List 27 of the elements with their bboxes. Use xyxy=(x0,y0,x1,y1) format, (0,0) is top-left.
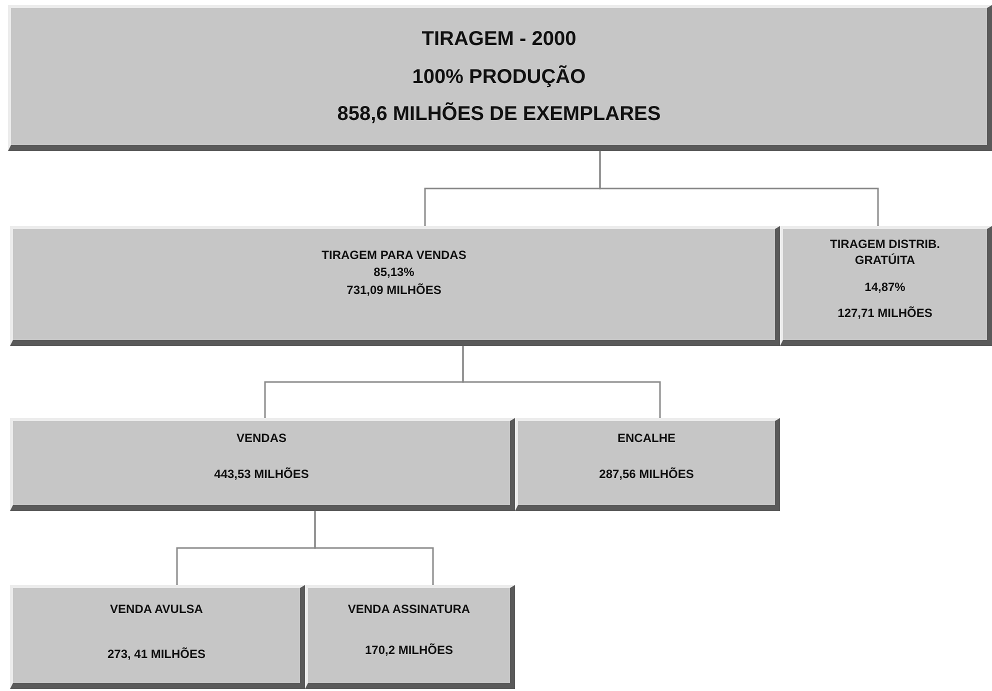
connector-line xyxy=(462,346,661,418)
box-value: 443,53 MILHÕES xyxy=(214,467,309,483)
org-box xyxy=(10,226,780,346)
header-box xyxy=(8,5,992,151)
box-title: TIRAGEM DISTRIB. GRATÚITA xyxy=(829,237,941,268)
box-title: TIRAGEM PARA VENDAS xyxy=(322,247,466,264)
box-value: 858,6 MILHÕES DE EXEMPLARES xyxy=(337,101,661,127)
box-value: 127,71 MILHÕES xyxy=(838,306,932,322)
box-title: TIRAGEM - 2000 xyxy=(422,27,576,52)
connector-line xyxy=(314,511,434,585)
box-value: 85,13% xyxy=(374,264,414,282)
box-value: 14,87% xyxy=(864,280,906,296)
box-value: 170,2 MILHÕES xyxy=(364,643,454,659)
box-title: ENCALHE xyxy=(617,431,676,447)
box-value: 287,56 MILHÕES xyxy=(599,467,694,483)
org-box xyxy=(780,226,992,346)
org-box xyxy=(305,585,515,689)
box-title: VENDAS xyxy=(236,431,286,447)
box-title: VENDA ASSINATURA xyxy=(348,602,470,618)
org-box xyxy=(10,418,515,511)
org-box xyxy=(10,585,305,689)
box-value: 731,09 MILHÕES xyxy=(346,282,442,299)
connector-line xyxy=(599,151,879,226)
box-title: VENDA AVULSA xyxy=(110,602,203,618)
box-value: 273, 41 MILHÕES xyxy=(107,647,206,663)
box-value: 100% PRODUÇÃO xyxy=(412,64,586,90)
org-box xyxy=(515,418,780,511)
